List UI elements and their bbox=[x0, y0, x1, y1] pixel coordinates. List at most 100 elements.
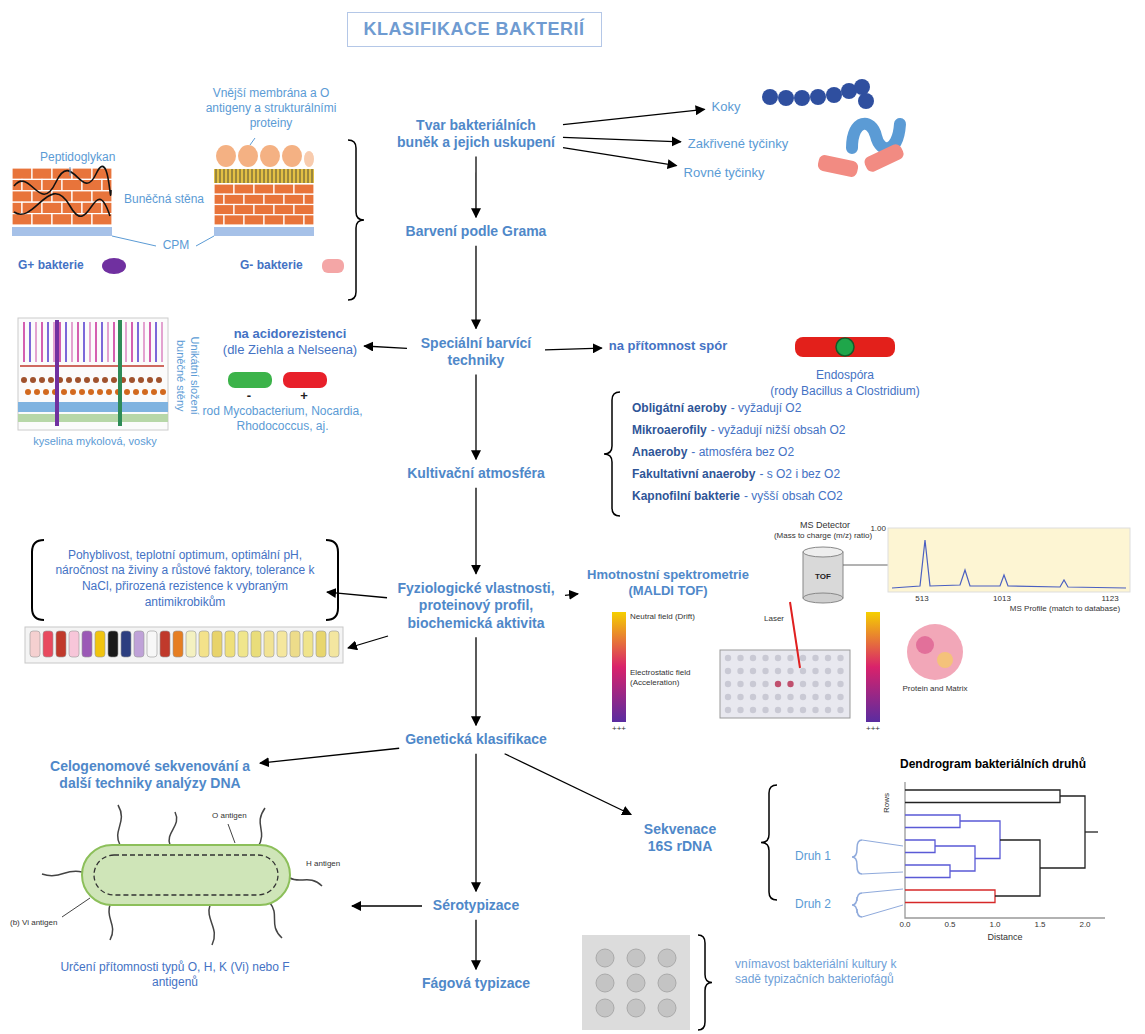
mycolic-acid bbox=[35, 322, 37, 362]
figure-label: H antigen bbox=[306, 859, 356, 869]
dendrogram-branch bbox=[1085, 831, 1098, 832]
node-text: na přítomnost spór bbox=[609, 338, 727, 354]
figure-label: Protein and Matrix bbox=[900, 684, 970, 694]
node-text: (dle Ziehla a Nelseena) bbox=[223, 342, 357, 358]
sample-spot bbox=[800, 655, 806, 661]
figure-label: G- bakterie bbox=[240, 258, 320, 273]
figure-label: 1.00 bbox=[860, 524, 886, 534]
test-tube bbox=[30, 631, 40, 657]
atmosphere-row: Anaeroby- atmosféra bez O2 bbox=[632, 442, 794, 460]
brick bbox=[254, 205, 274, 215]
brick bbox=[214, 184, 234, 194]
mycolic-acid bbox=[101, 322, 103, 362]
mycolic-acid bbox=[53, 322, 55, 362]
gram-negative-wall bbox=[214, 184, 314, 225]
figure-label: Druh 2 bbox=[795, 897, 845, 912]
sporulating-rod bbox=[795, 337, 895, 357]
membrane-stripe bbox=[280, 169, 281, 183]
round-bracket bbox=[32, 540, 44, 620]
flow-arrow bbox=[563, 148, 677, 166]
flow-arrow bbox=[475, 637, 476, 725]
brick bbox=[274, 184, 294, 194]
step-heading: Tvar bakteriálních buněk a jejich uskupe… bbox=[392, 115, 560, 154]
dendrogram-branch bbox=[905, 815, 960, 828]
wall-bead bbox=[70, 389, 76, 395]
brick bbox=[214, 205, 234, 215]
wall-bead bbox=[151, 389, 157, 395]
figure-label: Peptidoglykan bbox=[40, 150, 130, 165]
test-tube bbox=[290, 631, 300, 657]
sample-spot bbox=[750, 707, 756, 713]
membrane-stripe bbox=[288, 169, 289, 183]
atmosphere-text: - s O2 i bez O2 bbox=[759, 467, 840, 482]
node-text: Fágová typizace bbox=[422, 975, 530, 993]
dendrogram-branch bbox=[935, 846, 975, 871]
figure-label: - bbox=[242, 388, 256, 404]
brick bbox=[304, 215, 314, 225]
flagellum bbox=[169, 812, 177, 845]
test-tube bbox=[147, 631, 157, 657]
brick bbox=[52, 214, 72, 225]
method-heading: Celogenomové sekvenování a další technik… bbox=[44, 756, 256, 795]
leader-line bbox=[250, 138, 255, 145]
membrane-stripe bbox=[268, 169, 269, 183]
gram-positive-cell bbox=[102, 258, 126, 274]
wall-bead bbox=[138, 377, 144, 383]
bacterium-antigens bbox=[42, 805, 322, 945]
mycolic-acid bbox=[143, 322, 145, 362]
test-tube bbox=[225, 631, 235, 657]
sample-spot bbox=[775, 655, 781, 661]
sample-spot bbox=[812, 655, 818, 661]
sample-spot bbox=[762, 681, 768, 687]
atmosphere-text: Obligátní aeroby bbox=[632, 401, 727, 416]
atmosphere-row: Fakultativní anaeroby- s O2 i bez O2 bbox=[632, 464, 840, 482]
figure-label: Buněčná stěna bbox=[118, 192, 210, 207]
technique-item: na acidorezistenci(dle Ziehla a Nelseena… bbox=[220, 324, 360, 361]
sample-spot bbox=[787, 694, 793, 700]
protein-matrix bbox=[916, 636, 934, 654]
step-heading: Sérotypizace bbox=[430, 895, 522, 917]
flow-arrow bbox=[563, 109, 705, 124]
figure-label: 0.5 bbox=[938, 920, 962, 930]
test-tube bbox=[134, 631, 144, 657]
wall-bead bbox=[111, 377, 117, 383]
acid-fast-wall bbox=[18, 318, 168, 430]
wall-bead bbox=[61, 389, 67, 395]
figure-ground bbox=[18, 318, 168, 430]
plaque bbox=[596, 949, 614, 967]
figure-label: Neutral field (Drift) bbox=[630, 612, 702, 622]
wall-bead bbox=[147, 377, 153, 383]
brick bbox=[284, 194, 304, 204]
membrane-stripe bbox=[300, 169, 301, 183]
field-bar bbox=[866, 612, 880, 722]
atmosphere-row: Obligátní aeroby- vyžadují O2 bbox=[632, 398, 801, 416]
sample-spot bbox=[737, 694, 743, 700]
membrane-stripe bbox=[308, 169, 309, 183]
test-tube bbox=[329, 631, 339, 657]
atmosphere-row: Kapnofilní bakterie- vyšší obsah CO2 bbox=[632, 486, 843, 504]
wall-bead bbox=[156, 377, 162, 383]
curly-bracket bbox=[348, 140, 364, 300]
flow-arrow bbox=[327, 592, 387, 598]
node-text: Genetická klasifikace bbox=[405, 731, 547, 749]
brick bbox=[42, 202, 62, 213]
laser-beam bbox=[790, 602, 800, 668]
flow-arrow bbox=[563, 137, 681, 141]
brick bbox=[12, 202, 22, 213]
sample-spot bbox=[812, 694, 818, 700]
brick bbox=[244, 194, 264, 204]
peptidoglycan-strand bbox=[14, 194, 110, 217]
detector bbox=[803, 593, 843, 603]
picture-arrow bbox=[352, 905, 422, 906]
brick bbox=[82, 202, 102, 213]
flow-arrow bbox=[475, 754, 476, 892]
figure-label: G+ bakterie bbox=[18, 258, 100, 273]
sample-spot bbox=[725, 694, 731, 700]
brick bbox=[12, 191, 32, 202]
protein-matrix bbox=[907, 624, 963, 680]
brick bbox=[294, 184, 314, 194]
wall-bead bbox=[34, 389, 40, 395]
mycolic-acid bbox=[71, 322, 73, 362]
test-tube bbox=[160, 631, 170, 657]
